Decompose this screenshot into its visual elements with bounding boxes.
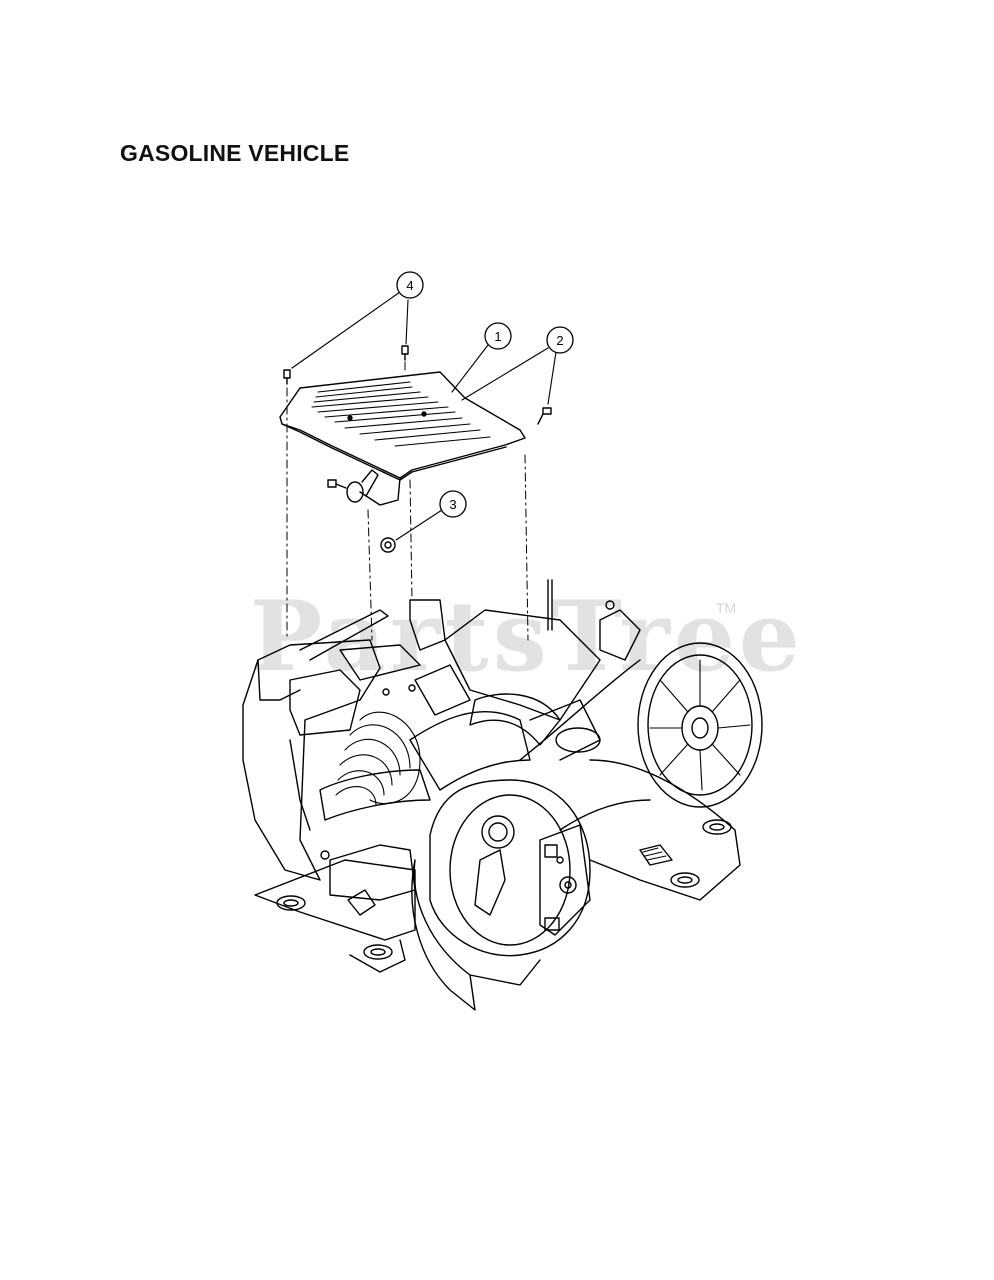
- svg-text:3: 3: [449, 497, 456, 512]
- clamp-bolt: [327, 469, 379, 503]
- callout-4: 4: [396, 271, 424, 299]
- svg-text:2: 2: [556, 333, 563, 348]
- nut: [380, 537, 396, 553]
- svg-text:1: 1: [494, 329, 501, 344]
- watermark: PartsTree: [250, 580, 804, 693]
- callout-1: 1: [484, 322, 512, 350]
- trademark-mark: TM: [716, 600, 737, 616]
- callout-3: 3: [439, 490, 467, 518]
- engine-assembly: [242, 579, 763, 1011]
- heat-shield-cover: [279, 371, 526, 506]
- page-title: GASOLINE VEHICLE: [120, 140, 350, 166]
- callout-2: 2: [546, 326, 574, 354]
- svg-text:4: 4: [406, 278, 413, 293]
- bolt-center: [401, 345, 409, 361]
- bolt-left: [283, 369, 291, 385]
- bolt-right: [537, 407, 552, 425]
